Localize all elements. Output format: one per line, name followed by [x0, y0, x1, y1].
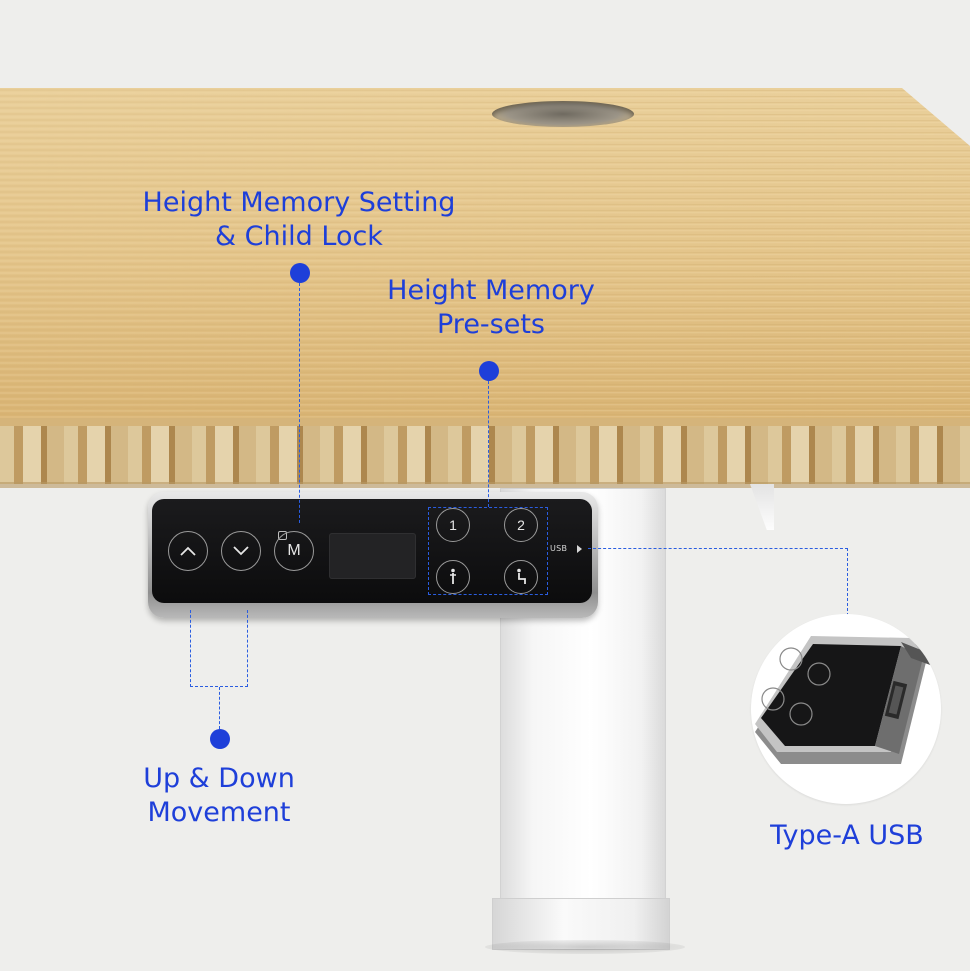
- leader-line-up-left: [190, 610, 191, 687]
- label-memory-setting: Height Memory Setting & Child Lock: [142, 187, 456, 252]
- usb-port-label: USB: [550, 544, 568, 553]
- leader-line-up-right: [247, 610, 248, 687]
- label-up-down: Up & Down Movement: [143, 763, 295, 828]
- cable-grommet: [492, 101, 634, 127]
- chevron-down-icon: [233, 546, 249, 556]
- preset-2-button[interactable]: 2: [504, 508, 538, 542]
- annotation-dot-up-down: [210, 729, 230, 749]
- sitting-person-icon: [517, 568, 526, 584]
- preset-1-button[interactable]: 1: [436, 508, 470, 542]
- standing-person-icon: [450, 568, 456, 584]
- preset-2-label: 2: [517, 517, 525, 533]
- label-usb: Type-A USB: [770, 820, 924, 851]
- memory-button[interactable]: M: [274, 531, 314, 571]
- leg-shadow: [485, 940, 685, 954]
- leader-line-memory-setting: [299, 283, 300, 523]
- preset-1-label: 1: [449, 517, 457, 533]
- sitting-preset-button[interactable]: [504, 560, 538, 594]
- desk-leg-base: [492, 898, 670, 950]
- label-memory-presets: Height Memory Pre-sets: [387, 275, 595, 340]
- leader-line-usb-horizontal: [588, 548, 848, 549]
- presets-highlight-box: [428, 507, 548, 595]
- down-button[interactable]: [221, 531, 261, 571]
- usb-port-closeup: [751, 614, 941, 804]
- annotation-dot-memory-setting: [290, 263, 310, 283]
- memory-button-label: M: [287, 542, 301, 559]
- standing-preset-button[interactable]: [436, 560, 470, 594]
- annotation-dot-memory-presets: [479, 361, 499, 381]
- leader-line-up-stem: [219, 687, 220, 729]
- desk-top: [0, 88, 970, 488]
- usb-closeup-illustration: [755, 636, 933, 764]
- height-display: [329, 533, 416, 579]
- leader-line-memory-presets: [488, 381, 489, 507]
- leader-line-up-bottom: [190, 686, 248, 687]
- usb-arrow-icon: [577, 545, 582, 553]
- leader-line-usb-vertical: [847, 548, 848, 616]
- chevron-up-icon: [180, 546, 196, 556]
- desk-bracket: [750, 484, 774, 530]
- up-button[interactable]: [168, 531, 208, 571]
